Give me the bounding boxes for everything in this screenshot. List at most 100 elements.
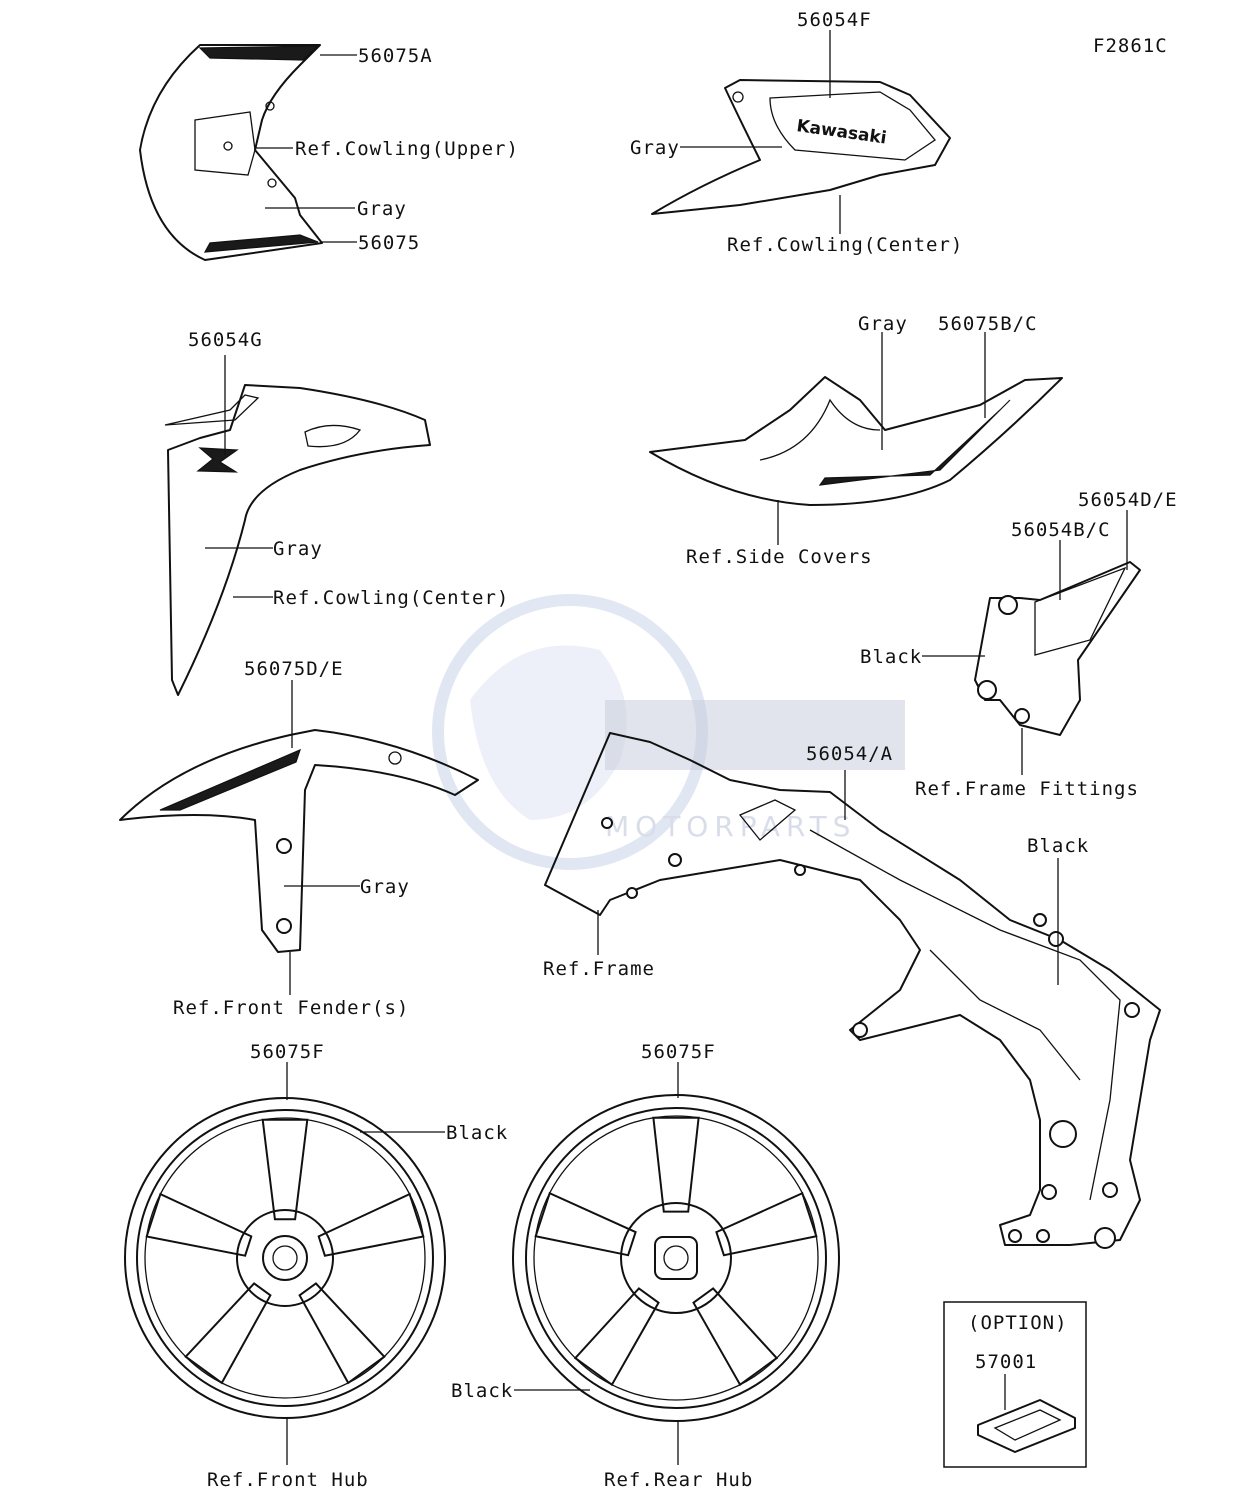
decal-56075DE-stripe (159, 748, 301, 811)
upper-cowling-bolt (267, 178, 277, 188)
rear-wheel-hub-center (654, 1236, 698, 1280)
frame-hole (1048, 931, 1064, 947)
option-box-group: (OPTION) 57001 (943, 1301, 1087, 1468)
label-ref-side-covers: Ref.Side Covers (686, 546, 873, 568)
label-gray-upper: Gray (357, 198, 407, 220)
frame-hole (626, 887, 638, 899)
label-gray-side: Gray (858, 313, 908, 335)
front-wheel-group: 56075F Black Ref.Front Hub (124, 1041, 507, 1491)
decal-56075-stripe (203, 234, 319, 253)
watermark-logo-block (605, 700, 905, 770)
label-56075: 56075 (358, 232, 420, 254)
frame-hole (1033, 913, 1047, 927)
label-56075DE: 56075D/E (244, 658, 344, 680)
frame-hole (1036, 1229, 1050, 1243)
label-gray-fender: Gray (360, 876, 410, 898)
frame-hole (1102, 1182, 1118, 1198)
label-gray-center: Gray (630, 137, 680, 159)
label-56075F-rear: 56075F (641, 1041, 716, 1063)
label-56075F-front: 56075F (250, 1041, 325, 1063)
label-ref-front-fender: Ref.Front Fender(s) (173, 997, 409, 1019)
watermark-globe-ring (432, 594, 708, 870)
label-gray-left: Gray (273, 538, 323, 560)
label-ref-cowling-center-left: Ref.Cowling(Center) (273, 587, 509, 609)
clip-57001-detail (993, 1409, 1062, 1441)
front-wheel-hub (236, 1209, 334, 1307)
label-ref-frame: Ref.Frame (543, 958, 655, 980)
cowling-center-side-group: 56054G Gray Ref.Cowling(Center) (164, 329, 509, 696)
front-fender-group: 56075D/E Gray Ref.Front Fender(s) (119, 658, 479, 1019)
front-wheel-rim-outer (124, 1097, 446, 1419)
label-option: (OPTION) (968, 1312, 1068, 1334)
wheel-spoke (145, 1192, 253, 1257)
watermark-globe-land (470, 645, 627, 820)
frame-hole (794, 864, 806, 876)
watermark-text: MOTORPARTS (605, 810, 856, 843)
cowling-center-side-shape (167, 384, 431, 696)
frame-fittings-group: 56054D/E 56054B/C Black Ref.Frame Fittin… (860, 489, 1178, 800)
z-logo-decal (196, 447, 239, 473)
center-cowling-bolt (732, 91, 744, 103)
label-57001: 57001 (975, 1351, 1037, 1373)
decal-56075A-stripe (198, 45, 320, 61)
side-covers-group: Gray 56075B/C Ref.Side Covers (649, 313, 1063, 568)
label-black-frame: Black (1027, 835, 1089, 857)
wheel-spoke (692, 1287, 779, 1387)
frame-hole (601, 817, 613, 829)
upper-cowling-vent (194, 111, 256, 176)
wheel-spoke (317, 1192, 425, 1257)
upper-cowling-group: 56075A Ref.Cowling(Upper) Gray 56075 (139, 44, 519, 261)
upper-cowling-bolt (223, 141, 233, 151)
label-56054DE: 56054D/E (1078, 489, 1178, 511)
rear-wheel-rim-inner (525, 1107, 827, 1409)
fitting-hole (1014, 708, 1030, 724)
frame-hole (668, 853, 682, 867)
upper-cowling-shape (139, 44, 323, 261)
label-56054F: 56054F (797, 9, 872, 31)
fitting-hole (977, 680, 997, 700)
watermark: MOTORPARTS (432, 594, 905, 870)
rear-wheel-rim-outer (512, 1094, 840, 1422)
wheel-spoke (298, 1282, 386, 1385)
option-box (943, 1301, 1087, 1468)
label-56075A: 56075A (358, 45, 433, 67)
side-covers-inner (759, 398, 881, 461)
wheel-spoke (573, 1287, 660, 1387)
upper-cowling-bolt (265, 101, 275, 111)
fender-bolt (276, 838, 292, 854)
label-ref-front-hub: Ref.Front Hub (207, 1469, 369, 1491)
label-black-fittings: Black (860, 646, 922, 668)
fender-bolt (276, 918, 292, 934)
decal-56054BCDE (1034, 566, 1127, 656)
frame-hole (1041, 1184, 1057, 1200)
decal-56075BC-stripe (818, 399, 1011, 486)
wheel-spoke (184, 1282, 272, 1385)
clip-57001-shape (977, 1399, 1076, 1453)
frame-main-shape (544, 732, 1161, 1246)
label-ref-cowling-upper: Ref.Cowling(Upper) (295, 138, 519, 160)
figure-code: F2861C (1093, 35, 1168, 57)
front-wheel-spokes (145, 1118, 425, 1385)
cowling-center-side-vent (304, 424, 362, 448)
label-ref-rear-hub: Ref.Rear Hub (604, 1469, 753, 1491)
label-black-rear-wheel: Black (451, 1380, 513, 1402)
frame-hole (852, 1022, 868, 1038)
front-wheel-axle (272, 1245, 298, 1271)
rear-wheel-group: 56075F Black Ref.Rear Hub (451, 1041, 840, 1491)
wheel-spoke (261, 1118, 309, 1221)
frame-vent (738, 799, 797, 841)
label-56054A: 56054/A (806, 743, 893, 765)
frame-hole (1094, 1227, 1116, 1249)
label-56054G: 56054G (188, 329, 263, 351)
frame-hole (1049, 1120, 1077, 1148)
front-fender-shape (119, 729, 479, 953)
label-56054BC: 56054B/C (1011, 519, 1111, 541)
frame-group: 56054/A Black Ref.Frame (543, 732, 1161, 1249)
label-56075BC: 56075B/C (938, 313, 1038, 335)
center-cowling-group: Kawasaki 56054F Gray Ref.Cowling(Center) (630, 9, 963, 256)
label-ref-cowling-center-top: Ref.Cowling(Center) (727, 234, 963, 256)
wheel-spoke (534, 1191, 637, 1257)
wheel-spoke (652, 1116, 700, 1213)
frame-inner-line (809, 829, 1121, 1201)
